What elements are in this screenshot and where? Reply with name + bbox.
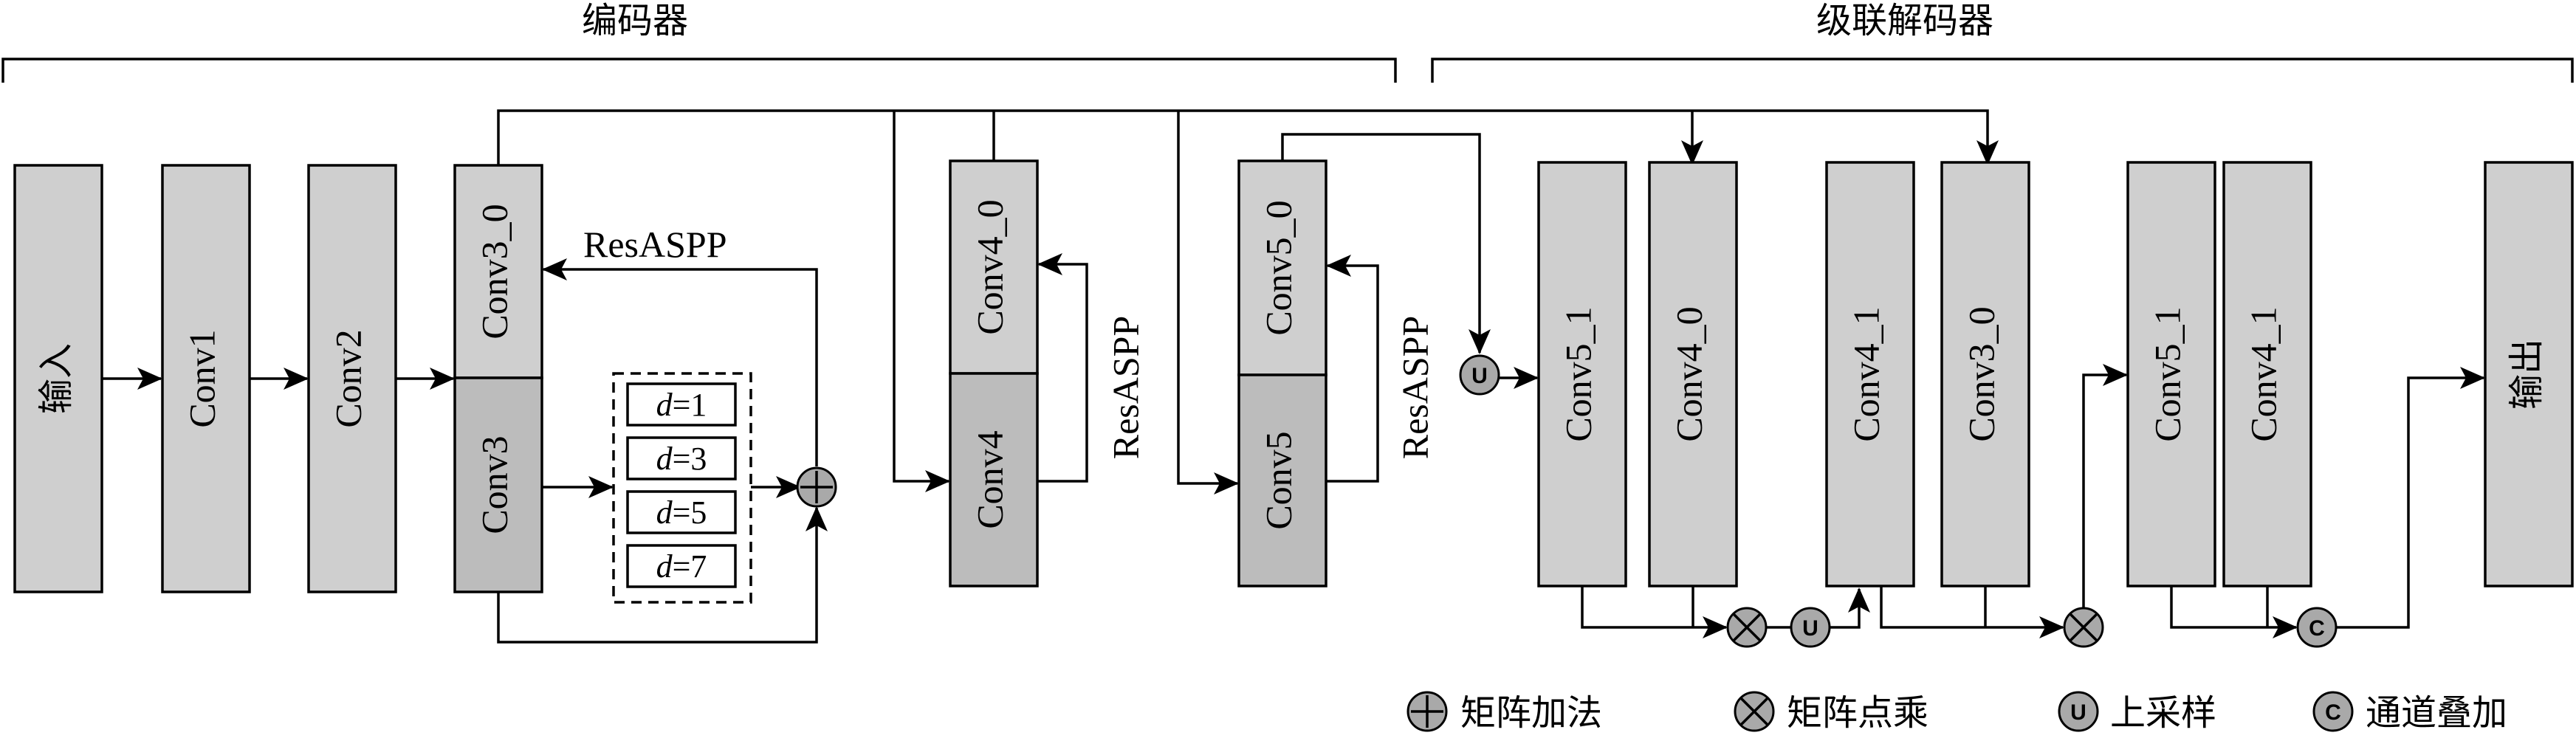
conv5-0-block: [1237, 159, 1328, 376]
resaspp-label-1: ResASPP: [583, 224, 727, 265]
conv3-0-label: Conv3_0: [473, 204, 515, 339]
dec-conv5-1-label: Conv5_1: [1557, 306, 1598, 441]
arrow-dec2-mul: [1880, 586, 2064, 638]
decoder-title: 级联解码器: [1816, 0, 1993, 41]
conv4-0-label: Conv4_0: [969, 199, 1010, 334]
encoder-title: 编码器: [582, 0, 688, 41]
cat-op: C: [2296, 607, 2338, 648]
circle-times-icon: [1734, 691, 1775, 732]
add-op-encoder: [796, 466, 837, 508]
svg-text:C: C: [2325, 700, 2341, 725]
resaspp-loop-conv4: [1037, 253, 1088, 483]
encoder-bracket: [1, 58, 1397, 83]
conv2-block: [307, 164, 397, 593]
circle-c-icon: C: [2312, 691, 2354, 732]
legend: 矩阵加法 矩阵点乘 U 上采样 C 通道叠加: [1407, 691, 2507, 734]
svg-text:C: C: [2309, 616, 2325, 641]
dec2-conv4-1-label: Conv4_1: [2242, 306, 2284, 441]
dilation-box-7: [626, 544, 737, 588]
input-block: [13, 164, 103, 593]
arrow-mul2-conv5-1: [2082, 364, 2128, 608]
legend-add-label: 矩阵加法: [1460, 692, 1602, 734]
output-block: [2484, 161, 2574, 587]
circle-u-icon: U: [2058, 691, 2099, 732]
dilation-box-5: [626, 490, 737, 534]
legend-mul-label: 矩阵点乘: [1787, 692, 1928, 734]
dilation-box-3: [626, 436, 737, 480]
arrow-to-conv5: [1177, 111, 1239, 494]
resaspp-label-2: ResASPP: [1105, 316, 1146, 460]
dec-conv4-0-block: [1648, 161, 1738, 587]
svg-text:U: U: [1471, 364, 1488, 388]
resaspp-label-3: ResASPP: [1394, 316, 1435, 460]
mul-op-2: [2063, 607, 2104, 648]
dec2-conv5-1-block: [2126, 161, 2216, 587]
input-label: 输入: [35, 343, 77, 414]
conv5-label: Conv5: [1257, 431, 1299, 529]
conv4-block: [949, 372, 1039, 587]
arrow-dec3-cat: [2170, 586, 2298, 638]
resaspp-loop-conv5: [1326, 255, 1379, 483]
dec-conv3-0-block: [1940, 161, 2030, 587]
arrow-up2-conv4-1: [1830, 587, 1870, 629]
legend-cat-label: 通道叠加: [2366, 692, 2507, 734]
dilation-label-7: d=7: [656, 548, 707, 585]
dec2-conv4-1-block: [2222, 161, 2312, 587]
conv5-block: [1237, 373, 1328, 587]
conv5-0-label: Conv5_0: [1257, 200, 1299, 335]
dilation-label-5: d=5: [656, 494, 707, 531]
mul-op-1: [1726, 607, 1768, 648]
circle-plus-icon: [1407, 691, 1448, 732]
conv1-label: Conv1: [181, 329, 222, 427]
dec-conv4-0-label: Conv4_0: [1668, 306, 1709, 441]
arrow-cat-output: [2336, 367, 2485, 629]
dilation-boxes: d=1 d=3 d=5 d=7: [626, 382, 737, 588]
conv1-block: [161, 164, 251, 593]
resaspp-group: [612, 372, 752, 604]
decoder-bracket: [1431, 58, 2574, 83]
legend-up-label: 上采样: [2110, 692, 2216, 734]
arrow-dec1-mul: [1581, 586, 1728, 638]
conv2-label: Conv2: [327, 329, 368, 427]
arrow-to-conv4: [893, 111, 950, 492]
up-op-1: U: [1459, 354, 1500, 396]
skip-conv3-add: [497, 506, 828, 644]
conv3-label: Conv3: [473, 435, 515, 534]
dilation-label-3: d=3: [656, 441, 707, 477]
dilation-label-1: d=1: [656, 387, 707, 423]
dec-conv3-0-label: Conv3_0: [1960, 306, 2002, 441]
svg-text:U: U: [1802, 616, 1818, 641]
output-label: 输出: [2506, 339, 2547, 410]
dec-conv4-1-label: Conv4_1: [1845, 306, 1886, 441]
dec2-conv5-1-label: Conv5_1: [2146, 306, 2188, 441]
arrow-conv5-0-up: [1281, 133, 1491, 354]
dec-conv5-1-block: [1537, 161, 1627, 587]
dilation-box-1: [626, 382, 737, 427]
svg-text:U: U: [2070, 700, 2086, 725]
skip-top-conv3-decoder: [497, 109, 1999, 165]
arrow-add-conv3-0: [542, 258, 818, 466]
conv4-label: Conv4: [969, 430, 1010, 528]
up-op-2: U: [1790, 607, 1831, 648]
dec-conv4-1-block: [1825, 161, 1915, 587]
